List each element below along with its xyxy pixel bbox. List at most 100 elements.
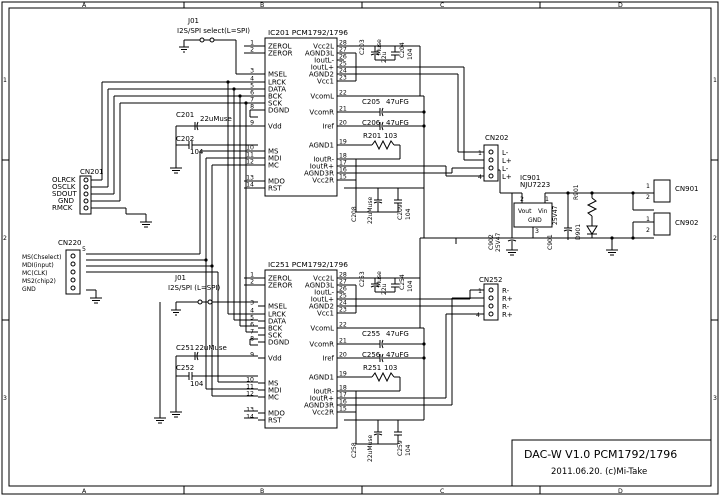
c903-value: 25V47 [552, 205, 559, 225]
cn252-pin-2: R+ [502, 295, 513, 303]
cn902-ref: CN902 [675, 219, 699, 227]
col-label-c: C [440, 2, 444, 9]
ic201-pin-22-name: VcomL [310, 93, 334, 101]
ic251-pin-19-name: AGND1 [309, 374, 334, 382]
ic201-pin-14-num: 14 [246, 182, 254, 189]
row-label-3-right: 3 [713, 395, 717, 402]
ic251-pin-7-name: SCK [268, 332, 282, 340]
ic201-pin-8-name: DGND [268, 107, 289, 115]
c209-value: 104 [405, 208, 412, 220]
cn202-pin-1: L- [502, 149, 509, 157]
ic201-pin-19-num: 19 [339, 139, 347, 146]
ic251-pin-24-num: 24 [339, 300, 347, 307]
ic251-analog-side: C253 22u Muse C254 104 C255 47uFG C256 4… [344, 238, 484, 462]
ic251-pin-6-name: BCK [268, 325, 283, 333]
ic251-pin-14-num: 14 [246, 414, 254, 421]
cn902-pin-1: 1 [646, 216, 650, 223]
ic251-pin-25-num: 25 [339, 293, 347, 300]
ic201-pin-15-num: 15 [339, 174, 347, 181]
ic251-pin-25-name: IoutL+ [311, 296, 334, 304]
col-label-d-bottom: D [618, 488, 623, 495]
ic201-name: IC201 PCM1792/1796 [268, 28, 348, 37]
c206-value: 47uFG [386, 119, 409, 127]
ic251-pin-3-name: MSEL [268, 303, 287, 311]
ic201-pin-7-name: SCK [268, 100, 282, 108]
cn220-ref: CN220 [58, 239, 82, 247]
c204-ref: C204 [399, 42, 406, 58]
r251-ref: R251 [363, 364, 381, 372]
ic251-pin-23-name: Vcc1 [317, 310, 334, 318]
connector-cn252: CN252 1 4 R- R+ R- R+ [476, 276, 513, 321]
ic201-pin-17-name: IoutR+ [310, 163, 334, 171]
ic201-pin-2-num: 2 [250, 47, 254, 54]
ic201-pin-6-name: BCK [268, 93, 283, 101]
ic251-pin-8-name: DGND [268, 339, 289, 347]
ic201-pin-1-num: 1 [250, 40, 254, 47]
c901-ref: C901 [547, 234, 554, 250]
c258-value: 22uMuse [367, 434, 374, 462]
ic251-pin-28-name: Vcc2L [313, 275, 334, 283]
ic251-pin-22-name: VcomL [310, 325, 334, 333]
ic251-pin-3-num: 3 [250, 300, 254, 307]
ic201-pin-1-name: ZEROL [268, 43, 292, 51]
ic251-pin-15-name: Vcc2R [312, 409, 334, 417]
ic251-pin-1-num: 1 [250, 272, 254, 279]
title-block: DAC-W V1.0 PCM1792/1796 2011.06.20. (c)M… [511, 439, 712, 487]
ic251-pin-26-name: IoutL- [314, 289, 334, 297]
col-label-a: A [82, 2, 87, 9]
ic201-pin-12-name: MC [268, 162, 279, 170]
ic251-pin-18-name: IoutR- [313, 388, 334, 396]
power-supply: IC901 NJU7223 Vout Vin GND 2 1 3 25V47 C… [420, 169, 699, 256]
c253-muse: Muse [376, 271, 383, 287]
cn252-num-4: 4 [476, 312, 480, 319]
row-label-1: 1 [3, 77, 7, 84]
r251-value: 103 [384, 364, 397, 372]
ic201-pin-5-name: DATA [268, 86, 286, 94]
cn252-pin-3: R- [502, 303, 510, 311]
ic251-pin-12-num: 12 [246, 391, 254, 398]
ic251-pin-20-num: 20 [339, 352, 347, 359]
ic251-pin-17-name: IoutR+ [310, 395, 334, 403]
c208-ref: C208 [351, 206, 358, 222]
cn202-pin-2: L+ [502, 157, 512, 165]
cn220-pin-mdi: MDI(input) [22, 262, 54, 269]
j01-bottom-ref: J01 [174, 274, 186, 282]
cn901-pin-2: 2 [646, 194, 650, 201]
row-label-1-right: 1 [713, 77, 717, 84]
ic251-pin-19-num: 19 [339, 371, 347, 378]
cn202-pin-3: L- [502, 165, 509, 173]
c253-ref: C253 [359, 271, 366, 287]
ic251-pin-4-num: 4 [250, 308, 254, 315]
ic201-pin-5-num: 5 [250, 83, 254, 90]
jumper-j01-bottom: J01 I2S/SPI (L=SPI) [168, 274, 258, 316]
cn901-ref: CN901 [675, 185, 699, 193]
c902-ref: C902 [488, 234, 495, 250]
col-label-d: D [618, 2, 623, 9]
cn201-pin-osclk: OSCLK [52, 183, 76, 191]
ic901-pin-vout: Vout [518, 208, 532, 215]
ic251-pin-9-num: 9 [250, 352, 254, 359]
cn902-pin-2: 2 [646, 227, 650, 234]
cn202-num-1: 1 [478, 150, 482, 157]
ic201-pin-13-num: 13 [246, 175, 254, 182]
ic201-pin-17-num: 17 [339, 160, 347, 167]
row-label-3: 3 [3, 395, 7, 402]
col-label-a-bottom: A [82, 488, 87, 495]
ic201-pin-3-num: 3 [250, 68, 254, 75]
ic201-pin-27-num: 27 [339, 47, 347, 54]
ic201-pin-21-name: VcomR [309, 109, 334, 117]
ic201-pin-10-name: MS [268, 148, 279, 156]
ic251-pin-18-num: 18 [339, 385, 347, 392]
cn252-ref: CN252 [479, 276, 503, 284]
ic201-pin-20-name: Iref [322, 123, 334, 131]
ic251-pin-6-num: 6 [250, 322, 254, 329]
ic251-pin-16-name: AGND3R [304, 402, 334, 410]
row-label-2: 2 [3, 235, 7, 242]
ic201-pin-8-num: 8 [250, 104, 254, 111]
c258-ref: C258 [351, 442, 358, 458]
c254-ref: C254 [399, 274, 406, 290]
c205-ref: C205 [362, 98, 380, 106]
